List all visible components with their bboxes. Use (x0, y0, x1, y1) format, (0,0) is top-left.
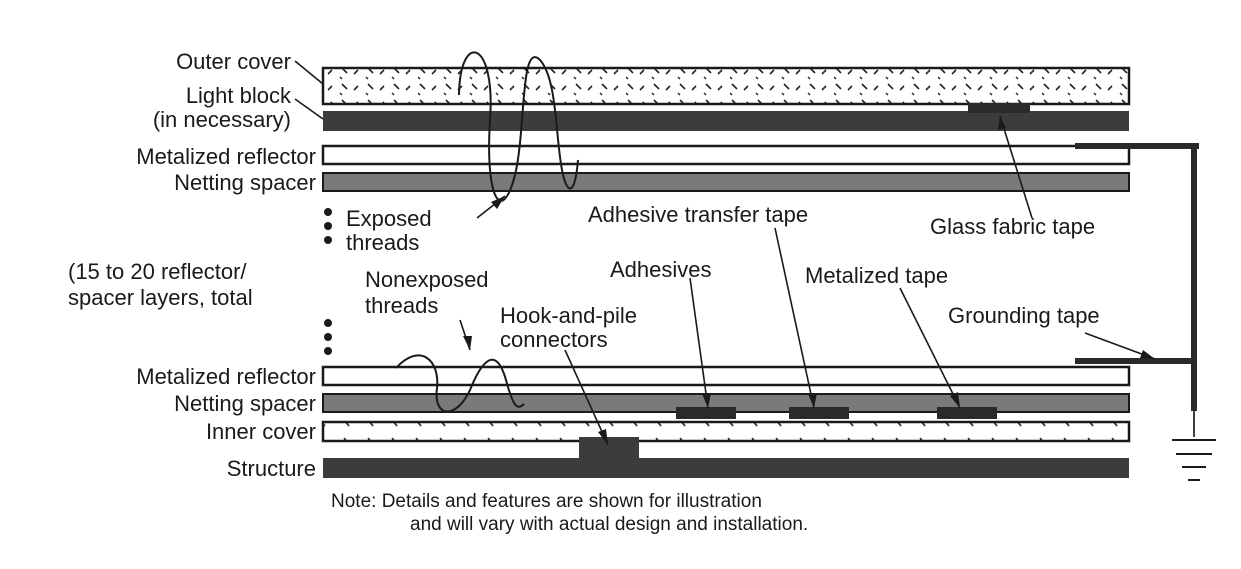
adhesives-piece (676, 407, 736, 419)
exposed-threads-curve (458, 51, 579, 202)
ellipsis-dots-bottom (324, 319, 332, 355)
metalized-tape-piece (937, 407, 997, 419)
label-light-block-note: (in necessary) (152, 107, 291, 132)
label-adhesives: Adhesives (610, 257, 712, 282)
adhesive-transfer-tape-piece (789, 407, 849, 419)
hook-and-pile-connector-piece (579, 437, 639, 461)
metalized-reflector-bottom-layer (321, 365, 1131, 387)
metalized-reflector-top-layer (321, 144, 1131, 166)
netting-spacer-top-layer (322, 172, 1130, 192)
label-metalized-tape: Metalized tape (805, 263, 949, 288)
label-layer-count-2: spacer layers, total (68, 285, 253, 310)
label-exposed-threads-2: threads (346, 230, 420, 255)
structure-layer (323, 458, 1129, 478)
label-inner-cover: Inner cover (205, 419, 316, 444)
ground-symbol-icon (1172, 439, 1216, 481)
label-netting-spacer-bottom: Netting spacer (174, 391, 316, 416)
label-hook-and-pile-2: connectors (500, 327, 608, 352)
label-metalized-reflector-top: Metalized reflector (136, 144, 316, 169)
label-nonexposed-threads-2: threads (365, 293, 439, 318)
inner-cover-layer (321, 420, 1131, 443)
leader-arrowheads (463, 116, 1155, 445)
label-metalized-reflector-bottom: Metalized reflector (136, 364, 316, 389)
nonexposed-threads-curve (395, 354, 525, 413)
note-line-1: Note: Details and features are shown for… (331, 491, 762, 512)
ellipsis-dots-top (324, 208, 332, 244)
label-adhesive-transfer-tape: Adhesive transfer tape (588, 202, 809, 227)
label-nonexposed-threads: Nonexposed (365, 267, 489, 292)
label-hook-and-pile: Hook-and-pile (500, 303, 637, 328)
grounding-strap (1075, 143, 1199, 437)
label-light-block: Light block (185, 83, 291, 108)
label-outer-cover: Outer cover (176, 49, 291, 74)
label-grounding-tape: Grounding tape (948, 303, 1100, 328)
label-structure: Structure (226, 456, 316, 481)
label-layer-count: (15 to 20 reflector/ (68, 259, 247, 284)
note-line-2: and will vary with actual design and ins… (410, 514, 809, 535)
leader-lines (294, 60, 1156, 446)
light-block-layer (323, 111, 1129, 131)
label-glass-fabric-tape: Glass fabric tape (930, 214, 1096, 239)
outer-cover-layer (321, 66, 1131, 106)
label-netting-spacer-top: Netting spacer (174, 170, 316, 195)
label-exposed-threads: Exposed (346, 206, 432, 231)
glass-fabric-tape-piece (968, 103, 1030, 113)
